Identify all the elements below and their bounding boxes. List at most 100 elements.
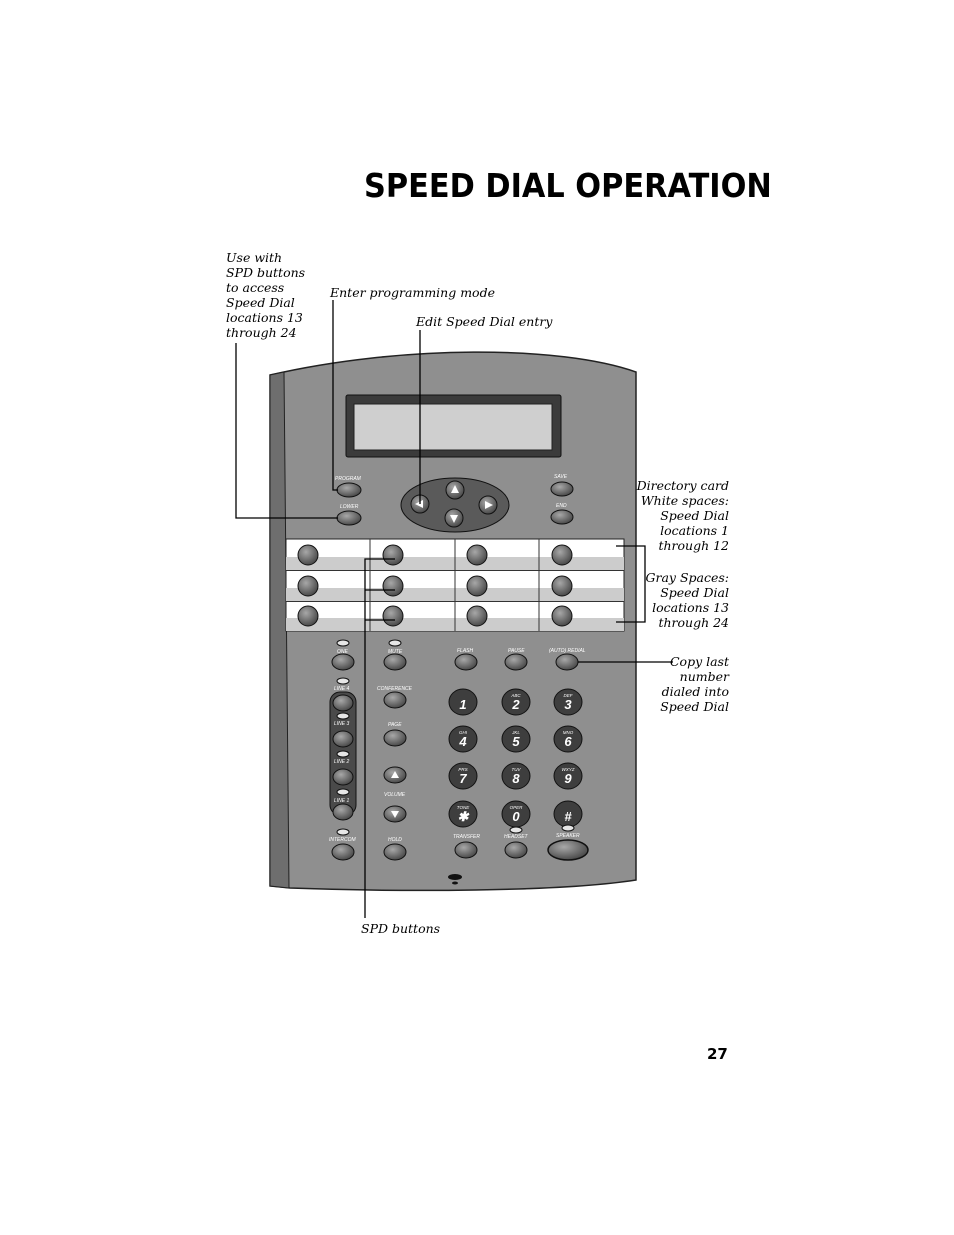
mute-button[interactable] — [383, 653, 407, 671]
conference-label: CONFERENCE — [377, 686, 413, 692]
transfer-button[interactable] — [454, 841, 478, 859]
line4-label: LINE 4 — [334, 686, 350, 692]
line3-button[interactable] — [332, 730, 354, 748]
line2-button[interactable] — [332, 768, 354, 786]
mute-label: MUTE — [388, 649, 403, 655]
left-arrow-icon — [415, 500, 423, 508]
one-indicator — [336, 639, 350, 647]
keypad-key-cap[interactable] — [501, 725, 531, 753]
callout-copy-redial: Copy last number dialed into Speed Dial — [660, 654, 729, 714]
line3-label: LINE 3 — [334, 721, 350, 727]
end-button[interactable] — [550, 509, 574, 525]
keypad-key-cap[interactable] — [448, 725, 478, 753]
headset-button[interactable] — [504, 841, 528, 859]
keypad-key-cap[interactable] — [501, 762, 531, 790]
hold-button[interactable] — [383, 843, 407, 861]
spd-button[interactable] — [551, 575, 573, 597]
mute-indicator — [388, 639, 402, 647]
callout-lines — [235, 300, 673, 918]
spd-button[interactable] — [382, 544, 404, 566]
keypad-key-cap[interactable] — [553, 688, 583, 716]
keypad-key-cap[interactable] — [448, 800, 478, 828]
spd-button[interactable] — [297, 605, 319, 627]
callout-gray-spaces: Gray Spaces: Speed Dial locations 13 thr… — [645, 570, 730, 630]
pause-label: PAUSE — [508, 648, 525, 654]
callout-program: Enter programming mode — [330, 285, 495, 300]
keypad-digit: 8 — [512, 771, 520, 786]
program-button[interactable] — [336, 482, 362, 498]
spd-button[interactable] — [297, 544, 319, 566]
volume-down-icon — [391, 811, 399, 818]
keypad-key[interactable]: TONE✱ — [448, 800, 478, 828]
callout-edit: Edit Speed Dial entry — [416, 314, 553, 329]
save-label: SAVE — [554, 474, 568, 480]
line2-label: LINE 2 — [334, 759, 350, 765]
keypad-key-cap[interactable] — [448, 762, 478, 790]
keypad-key[interactable]: # — [553, 800, 583, 828]
intercom-button[interactable] — [331, 843, 355, 861]
one-button[interactable] — [331, 653, 355, 671]
keypad-key-cap[interactable] — [501, 688, 531, 716]
page-button[interactable] — [383, 729, 407, 747]
spd-leader-line — [364, 558, 395, 918]
keypad-key-cap[interactable] — [553, 725, 583, 753]
volume-up-icon — [391, 771, 399, 778]
spd-button[interactable] — [551, 544, 573, 566]
headset-label: HEADSET — [504, 834, 529, 840]
keypad-letters: ABC — [510, 693, 521, 698]
conference-button[interactable] — [383, 691, 407, 709]
keypad-digit: 9 — [564, 771, 572, 786]
down-arrow-icon — [450, 515, 458, 523]
program-leader-line — [332, 300, 338, 491]
line1-button[interactable] — [332, 803, 354, 821]
keypad-digit: 4 — [458, 734, 467, 749]
right-arrow-icon — [485, 501, 493, 509]
lower-button[interactable] — [336, 510, 362, 526]
keypad-key-cap[interactable] — [448, 688, 478, 716]
keypad-key[interactable]: 1 — [448, 688, 478, 716]
transfer-label: TRANSFER — [453, 834, 480, 840]
keypad-digit: 0 — [512, 809, 520, 824]
flash-button[interactable] — [454, 653, 478, 671]
keypad-digit: 6 — [564, 734, 572, 749]
save-button[interactable] — [550, 481, 574, 497]
line4-indicator — [336, 677, 350, 685]
speaker-indicator — [561, 824, 575, 832]
spd-button[interactable] — [297, 575, 319, 597]
keypad-digit: 3 — [564, 697, 572, 712]
callout-directory-card: Directory card White spaces: Speed Dial … — [636, 478, 729, 553]
spd-button[interactable] — [466, 605, 488, 627]
intercom-indicator — [336, 828, 350, 836]
speaker-button[interactable] — [547, 839, 589, 861]
keypad-letters: MNO — [563, 730, 574, 735]
line4-button[interactable] — [332, 694, 354, 712]
volume-label: VOLUME — [384, 792, 406, 798]
end-label: END — [556, 503, 567, 509]
flash-label: FLASH — [457, 648, 474, 654]
directory-leader-line — [616, 545, 646, 623]
up-arrow-icon — [451, 485, 459, 493]
spd-button[interactable] — [466, 544, 488, 566]
spd-button[interactable] — [382, 605, 404, 627]
spd-button[interactable] — [382, 575, 404, 597]
lower-leader-line — [235, 343, 338, 519]
keypad-letters: DEF — [564, 693, 573, 698]
keypad-key-cap[interactable] — [553, 762, 583, 790]
keypad-digit: 7 — [459, 771, 467, 786]
pause-button[interactable] — [504, 653, 528, 671]
spd-button[interactable] — [466, 575, 488, 597]
spd-button[interactable] — [551, 605, 573, 627]
redial-button[interactable] — [555, 653, 579, 671]
speaker-label: SPEAKER — [556, 833, 580, 839]
program-label: PROGRAM — [335, 476, 362, 482]
